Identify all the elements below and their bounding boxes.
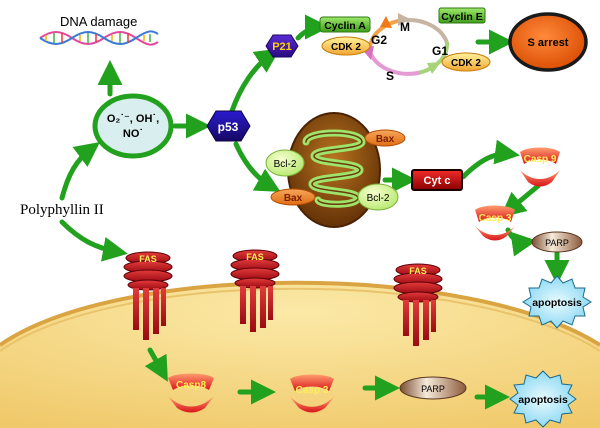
cdk2-left-label: CDK 2 [331, 42, 361, 53]
apoptosis-extrinsic-burst [509, 370, 577, 428]
ros-line2: NO˙ [123, 128, 143, 140]
cdk2-right-label: CDK 2 [451, 58, 481, 69]
phase-s-label: S [386, 69, 394, 83]
apoptosis-extrinsic-label: apoptosis [518, 394, 568, 406]
p21-node: P21 [265, 34, 299, 58]
s-arrest-node: S arrest [508, 12, 588, 72]
dna-damage-label: DNA damage [60, 14, 137, 29]
parp-intrinsic-node: PARP [531, 231, 583, 253]
g2-phase-arrowhead [380, 16, 392, 28]
fas-label-1: FAS [139, 254, 157, 264]
arrow-trigger-to-fas [59, 219, 128, 262]
phase-g2-label: G2 [371, 33, 387, 47]
mitochondrion: Bax Bcl-2 Bax Bcl-2 [265, 112, 406, 228]
casp9-node: Casp 9 [520, 147, 560, 187]
fas-label-2: FAS [246, 252, 264, 262]
arrow-cytc-to-casp9 [460, 139, 520, 180]
arrow-p21-to-cyclin [295, 14, 330, 41]
bcl2-left-label: Bcl-2 [274, 159, 297, 170]
bax-top-label: Bax [376, 134, 395, 145]
bcl2-right-label: Bcl-2 [367, 193, 390, 204]
cytc-node: Cyt c [411, 169, 463, 191]
casp3-extrinsic-node: Casp 3 [290, 374, 334, 413]
p53-label: p53 [218, 120, 239, 134]
cyclin-e-pill: Cyclin E [438, 7, 486, 24]
m-phase-arrowhead [398, 13, 410, 26]
arrow-trigger-to-ros [59, 141, 100, 201]
bax-top-pill: Bax [364, 129, 406, 147]
p21-label: P21 [272, 41, 292, 53]
arrow-fas-to-casp8 [144, 347, 168, 382]
ros-node: O₂˙⁻, OH˙, NO˙ [92, 93, 174, 159]
cell-cycle: M G2 G1 S Cyclin A CDK 2 Cyclin E CDK 2 … [319, 7, 588, 83]
dna-helix-icon [39, 30, 159, 46]
parp-extrinsic-node: PARP [399, 376, 467, 400]
apoptosis-intrinsic-node: apoptosis [522, 275, 592, 329]
fas-label-3: FAS [409, 266, 427, 276]
ros-line1: O₂˙⁻, OH˙, [107, 113, 159, 125]
apoptosis-intrinsic-burst [522, 275, 592, 329]
pathway-arrows [59, 14, 570, 410]
arrow-casp9-to-casp3 [500, 183, 541, 218]
parp-extrinsic-label: PARP [421, 384, 445, 394]
dna-damage: DNA damage [39, 14, 159, 46]
g1-phase-arrowhead [427, 62, 441, 74]
polyphyllin-label: Polyphyllin II [20, 202, 104, 218]
casp3-extrinsic-label: Casp 3 [296, 385, 329, 396]
s-arrest-label: S arrest [528, 37, 569, 49]
cdk2-left-pill: CDK 2 [321, 36, 371, 56]
arrow-p53-to-p21 [229, 48, 281, 114]
bax-left-pill: Bax [270, 188, 316, 206]
bcl2-left-node: Bcl-2 [265, 149, 305, 177]
arrow-p53-to-mito [233, 141, 281, 192]
cyclin-a-label: Cyclin A [324, 20, 366, 32]
phase-m-label: M [400, 20, 410, 34]
casp3-intrinsic-label: Casp 3 [479, 213, 512, 224]
parp-intrinsic-label: PARP [545, 238, 569, 248]
cyclin-a-pill: Cyclin A [319, 16, 371, 33]
casp3-intrinsic-node: Casp 3 [475, 205, 515, 241]
cytc-label: Cyt c [424, 175, 451, 187]
casp8-node: Casp8 [168, 373, 214, 413]
bax-left-label: Bax [284, 193, 303, 204]
cdk2-right-pill: CDK 2 [441, 52, 491, 72]
fas-receptor-2: FAS [230, 249, 280, 332]
arrow-casp3-to-parp [505, 227, 537, 257]
casp9-label: Casp 9 [524, 154, 557, 165]
apoptosis-intrinsic-label: apoptosis [532, 297, 582, 309]
casp8-label: Casp8 [176, 380, 206, 391]
p53-node: p53 [206, 110, 251, 142]
bcl2-right-node: Bcl-2 [357, 183, 399, 211]
apoptosis-extrinsic-node: apoptosis [509, 370, 577, 428]
phase-g1-label: G1 [432, 44, 448, 58]
cyclin-e-label: Cyclin E [441, 11, 482, 23]
fas-receptor-1: FAS [123, 251, 173, 340]
fas-receptor-3: FAS [393, 263, 443, 346]
